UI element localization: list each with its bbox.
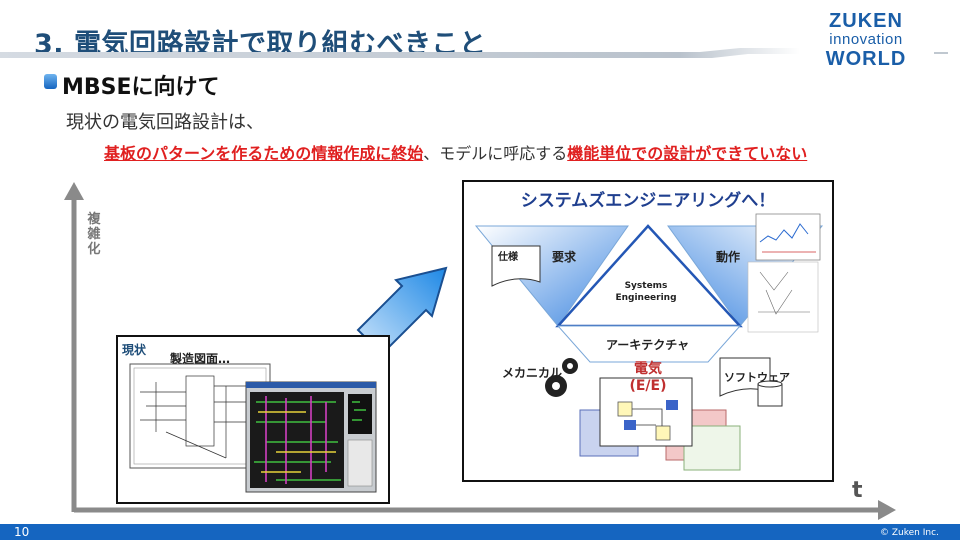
v-model-diagram (474, 213, 824, 471)
requirements-label: 要求 (552, 250, 577, 264)
gear-icon (545, 358, 578, 397)
emphasis-no-function-design: 機能単位での設計ができていない (567, 144, 808, 163)
complexity-axis-label: 複雑化 (87, 212, 101, 257)
title-underline (0, 48, 948, 58)
bullet-cylinder-icon (44, 74, 57, 89)
time-axis-label: t (852, 478, 863, 503)
logo-line2: innovation (829, 31, 903, 48)
copyright: © Zuken Inc. (880, 528, 939, 538)
logo-line3: WORLD (825, 48, 907, 70)
spec-label: 仕様 (498, 252, 518, 263)
section-heading: MBSEに向けて (62, 75, 220, 100)
emphasis-pattern-only: 基板のパターンを作るための情報作成に終始 (104, 144, 424, 163)
behavior-label: 動作 (716, 250, 741, 264)
systems-engineering-heading: システムズエンジニアリングへ！ (520, 191, 776, 211)
problem-statement: 基板のパターンを作るための情報作成に終始、モデルに呼応する機能単位での設計ができ… (104, 140, 807, 164)
zuken-logo: ZUKEN innovation WORLD (818, 10, 914, 70)
electrical-title: 電気 (634, 361, 662, 377)
intro-text: 現状の電気回路設計は、 (66, 112, 264, 133)
electrical-label: 電気 (E/E) (620, 361, 676, 395)
schematic-and-pcb-images (129, 363, 377, 493)
electrical-subtitle: (E/E) (629, 378, 667, 394)
architecture-label: アーキテクチャ (606, 338, 690, 352)
connector-text: 、モデルに呼応する (423, 144, 568, 163)
footer-bar (0, 524, 960, 540)
systems-engineering-label: Systems Engineering (615, 281, 677, 303)
current-state-tag: 現状 (122, 343, 147, 357)
logo-line1: ZUKEN (829, 10, 903, 32)
growth-axes (64, 182, 896, 520)
software-label: ソフトウェア (724, 371, 790, 384)
page-number: 10 (14, 525, 30, 539)
mechanical-label: メカニカル (502, 366, 563, 380)
manufacturing-drawings-caption: 製造図面… (170, 352, 231, 366)
